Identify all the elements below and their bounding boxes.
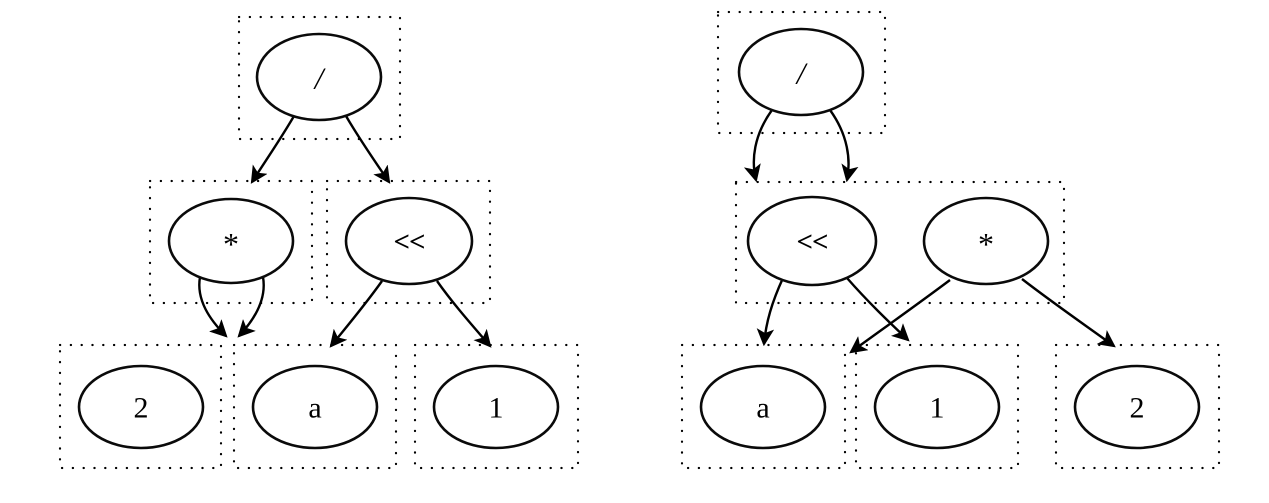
edge-div-to-shl — [754, 109, 773, 180]
edge-mul-left — [198, 276, 226, 336]
node-mul[interactable]: * — [167, 197, 295, 285]
edge-div-to-mul — [252, 115, 296, 182]
edge-mul-right — [239, 276, 265, 336]
cluster-one — [854, 343, 1020, 470]
node-shape — [167, 197, 295, 285]
node-one[interactable]: 1 — [432, 364, 560, 450]
cluster-a — [232, 343, 398, 470]
node-mul[interactable]: * — [922, 196, 1050, 286]
node-a[interactable]: a — [699, 364, 827, 450]
node-shape — [737, 27, 865, 117]
cluster-operators — [734, 180, 1066, 305]
left-expression-dag: / * << 2 a 1 — [58, 15, 580, 470]
cluster-two — [1054, 343, 1221, 470]
cluster-two — [58, 343, 223, 470]
node-shape — [432, 364, 560, 450]
cluster-shl — [325, 179, 492, 305]
node-two[interactable]: 2 — [1073, 364, 1201, 450]
node-shape — [699, 364, 827, 450]
node-shape — [344, 196, 474, 286]
node-shape — [922, 196, 1050, 286]
edge-div-to-shl — [344, 115, 389, 182]
node-shape — [251, 364, 379, 450]
node-div[interactable]: / — [737, 27, 865, 117]
node-a[interactable]: a — [251, 364, 379, 450]
right-expression-dag: / << * a 1 2 — [680, 10, 1221, 470]
edge-shl-to-one — [846, 277, 908, 340]
node-shape — [255, 32, 383, 122]
node-shape — [1073, 364, 1201, 450]
node-div[interactable]: / — [255, 32, 383, 122]
node-shape — [77, 364, 205, 450]
node-shl[interactable]: << — [746, 195, 878, 287]
edge-mul-to-one — [851, 279, 951, 352]
node-shape — [873, 364, 1001, 450]
edge-shl-to-a — [331, 280, 383, 346]
edge-shl-to-a — [764, 277, 785, 344]
cluster-a — [680, 343, 847, 470]
node-shl[interactable]: << — [344, 196, 474, 286]
cluster-one — [413, 343, 580, 470]
node-two[interactable]: 2 — [77, 364, 205, 450]
edge-mul-to-two — [1021, 278, 1114, 346]
edge-shl-to-one — [436, 280, 490, 346]
cluster-mul — [148, 179, 314, 305]
node-shape — [746, 195, 878, 287]
node-one[interactable]: 1 — [873, 364, 1001, 450]
cluster-root — [716, 10, 887, 135]
edge-div-to-mul — [829, 109, 849, 180]
